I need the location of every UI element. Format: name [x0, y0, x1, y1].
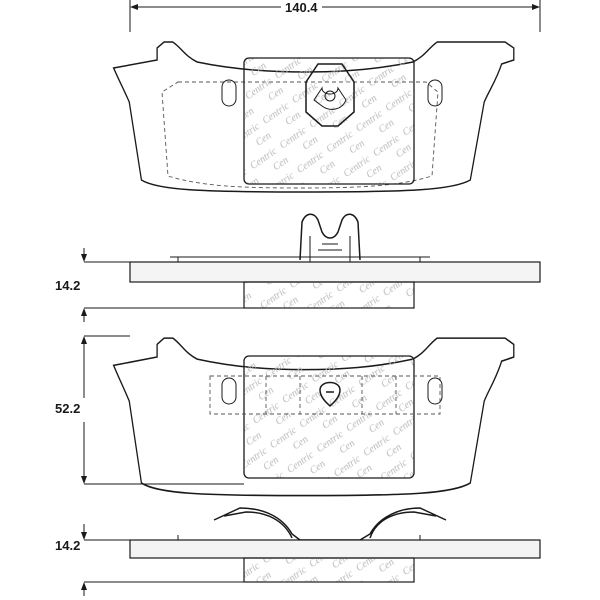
t2-arrow-top [81, 532, 87, 540]
clip-body [305, 63, 355, 127]
center-clip-hook [319, 381, 341, 408]
width-arrow-right [532, 4, 540, 10]
clip-profile [299, 213, 361, 261]
thickness-bottom-label: 14.2 [55, 538, 81, 553]
friction-side [243, 281, 415, 309]
anti-rattle-clip-top [305, 63, 355, 127]
friction-pad-block-2 [243, 355, 415, 479]
pad-view-front-bottom [81, 335, 515, 497]
t1-arrow-top [81, 254, 87, 262]
width-dimension-label: 140.4 [281, 0, 322, 15]
friction-outline-dashed [161, 81, 439, 189]
pad-view-side-bottom [81, 507, 541, 596]
height-dimension-label: 52.2 [55, 401, 81, 416]
slot-left [221, 79, 237, 107]
width-arrow-left [130, 4, 138, 10]
friction-side-2 [243, 557, 415, 583]
abutment-spring [213, 507, 447, 541]
backing-plate-side [129, 261, 541, 283]
slot-right-2 [427, 377, 443, 405]
slot-right [427, 79, 443, 107]
slot-left-2 [221, 377, 237, 405]
h-arrow-bottom [81, 476, 87, 484]
clip-details [309, 236, 351, 262]
friction-pad-block [243, 57, 415, 185]
thickness-top-label: 14.2 [55, 278, 81, 293]
side-clip-top [299, 213, 361, 262]
width-dimension [129, 0, 541, 32]
t2-arrow-bottom [81, 582, 87, 590]
pad-view-front-top [112, 41, 515, 193]
shim-outline-dashed [209, 375, 441, 415]
clip-inner [313, 86, 347, 110]
h-arrow-top [81, 336, 87, 344]
backing-plate-side-2 [129, 539, 541, 559]
clip-center [324, 90, 336, 102]
pad-view-side-top [81, 213, 541, 322]
t1-arrow-bottom [81, 308, 87, 316]
